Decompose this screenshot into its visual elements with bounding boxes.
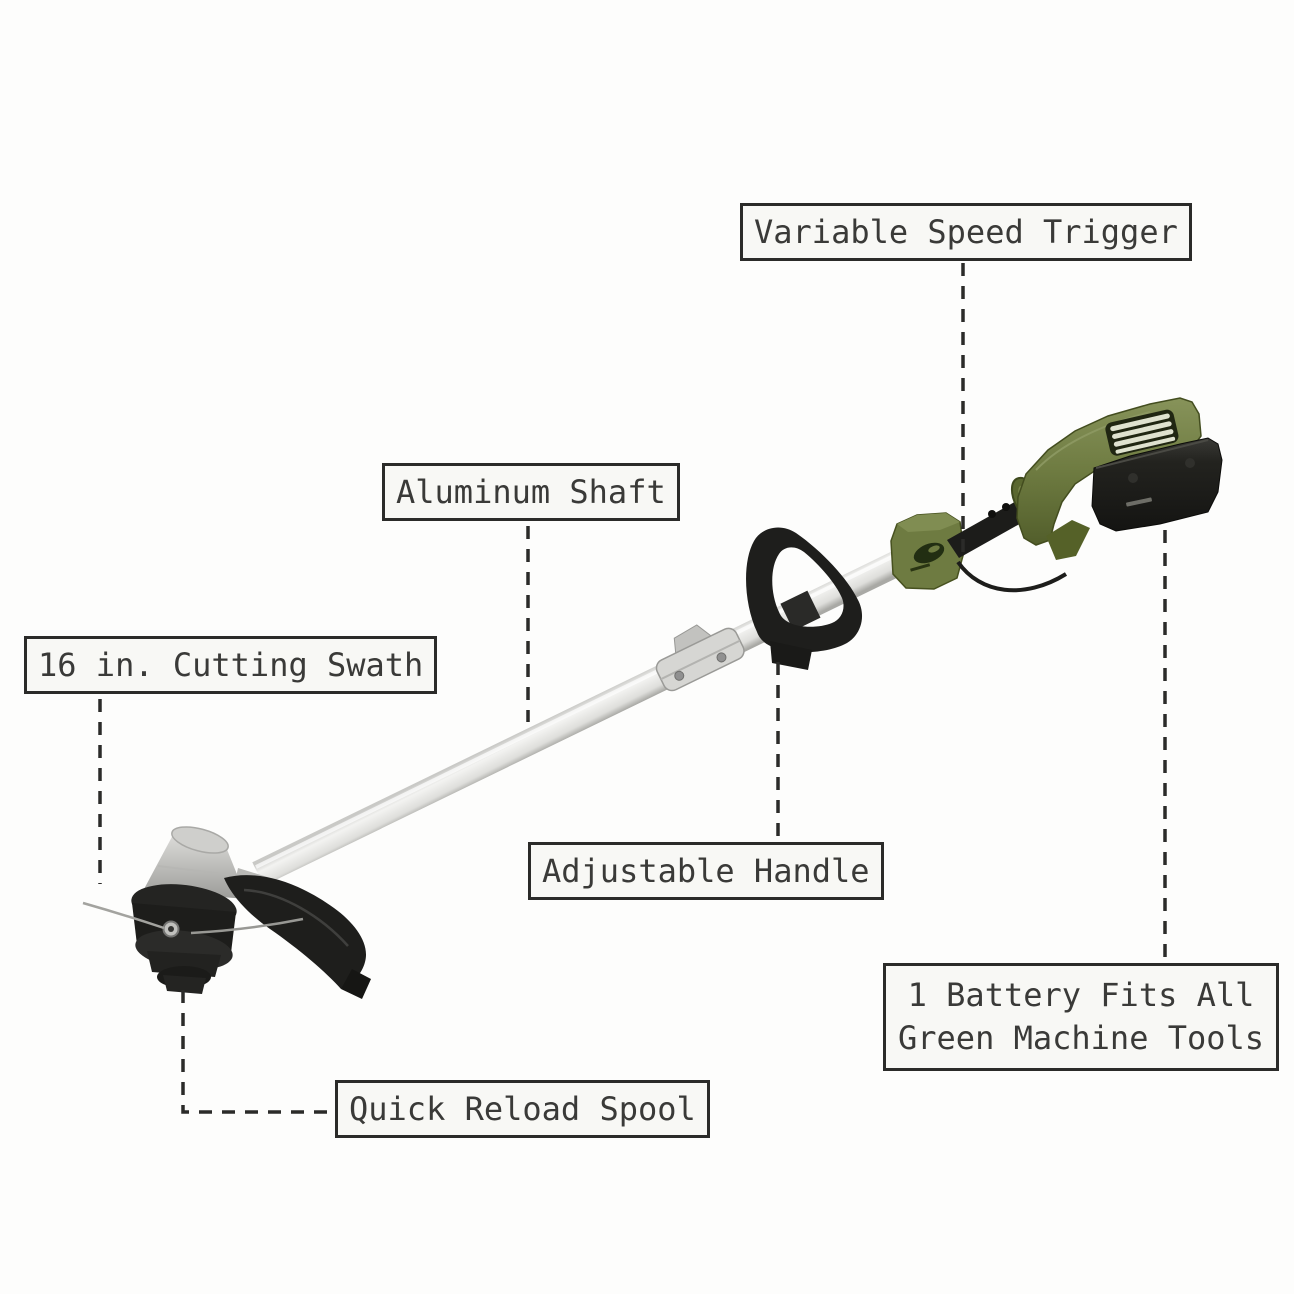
label-battery-line2: Green Machine Tools (898, 1018, 1265, 1057)
label-battery: 1 Battery Fits All Green Machine Tools (883, 963, 1280, 1071)
label-aluminum-shaft: Aluminum Shaft (382, 463, 680, 522)
trimmer-string-left (82, 901, 165, 930)
aluminum-shaft-part (252, 546, 914, 886)
trimmer-head (82, 826, 371, 999)
label-cutting-swath: 16 in. Cutting Swath (24, 636, 438, 695)
label-adjustable-handle-text: Adjustable Handle (542, 852, 870, 890)
quick-reload-spool-part (131, 884, 237, 994)
label-aluminum-shaft-text: Aluminum Shaft (396, 473, 666, 511)
shaft-coupler (655, 624, 745, 692)
label-quick-reload-spool: Quick Reload Spool (335, 1080, 710, 1139)
trigger-guard (956, 560, 1068, 593)
label-cutting-swath-text: 16 in. Cutting Swath (38, 646, 424, 684)
label-variable-speed-trigger-text: Variable Speed Trigger (754, 213, 1178, 251)
label-adjustable-handle: Adjustable Handle (528, 842, 884, 901)
shaft-connector-cube (890, 512, 965, 590)
leader-line-quick-reload-spool (181, 990, 332, 1114)
trimmer-string-right (190, 917, 304, 935)
battery-pack (1091, 437, 1223, 532)
label-battery-line1: 1 Battery Fits All (907, 976, 1255, 1014)
adjustable-handle-part (746, 527, 863, 670)
trimmer-guard (224, 875, 371, 999)
brand-logo (910, 542, 945, 572)
battery-label-print (1126, 497, 1152, 507)
label-quick-reload-spool-text: Quick Reload Spool (349, 1090, 696, 1128)
label-variable-speed-trigger: Variable Speed Trigger (740, 203, 1192, 262)
vent-slats (1105, 409, 1179, 456)
motor-housing (1010, 397, 1202, 560)
